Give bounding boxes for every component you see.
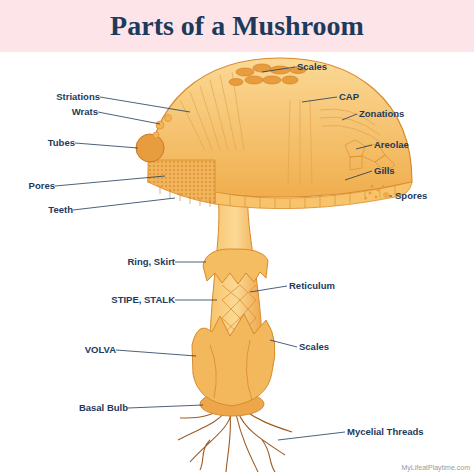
volva xyxy=(192,314,275,406)
part-label: Gills xyxy=(374,166,395,176)
gill-lines xyxy=(230,185,395,209)
part-label: CAP xyxy=(339,92,359,102)
part-label: Tubes xyxy=(48,138,75,148)
title-band xyxy=(0,0,474,52)
part-label: Scales xyxy=(297,62,327,72)
part-label: VOLVA xyxy=(85,345,116,355)
part-label: Zonations xyxy=(359,109,404,119)
mycelial-threads xyxy=(178,410,292,472)
pores-section xyxy=(148,160,215,204)
part-label: Teeth xyxy=(48,205,73,215)
gills xyxy=(215,182,412,209)
part-label: Striations xyxy=(56,92,100,102)
part-label: Spores xyxy=(395,191,427,201)
part-label: Pores xyxy=(29,181,55,191)
part-label: Wrats xyxy=(72,107,98,117)
teeth xyxy=(160,186,210,207)
spores xyxy=(365,184,389,199)
part-label: STIPE, STALK xyxy=(111,295,175,305)
cap-scales xyxy=(229,64,306,86)
part-label: Scales xyxy=(299,342,329,352)
part-label: Ring, Skirt xyxy=(127,257,175,267)
part-label: Areolae xyxy=(374,140,409,150)
striations xyxy=(180,72,312,185)
ring-skirt xyxy=(203,249,268,284)
tube-ball xyxy=(136,134,164,162)
leader-lines xyxy=(55,67,392,440)
part-label: Mycelial Threads xyxy=(347,427,424,437)
title: Parts of a Mushroom xyxy=(0,0,474,52)
wrats xyxy=(153,115,172,139)
watermark: MyLifeatPlaytime.com xyxy=(402,464,470,471)
part-label: Reticulum xyxy=(289,281,335,291)
part-label: Basal Bulb xyxy=(79,403,128,413)
